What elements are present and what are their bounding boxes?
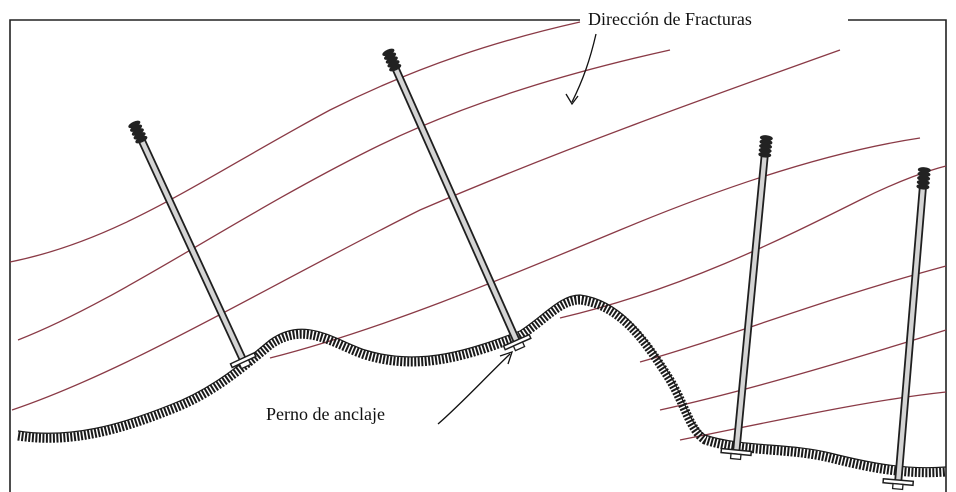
bolt-thread <box>916 179 930 186</box>
bolt-thread <box>389 64 402 72</box>
bolt-thread <box>384 52 397 60</box>
bolt-4 <box>882 167 931 491</box>
bolt-thread <box>759 143 773 150</box>
fracture-line <box>559 165 947 319</box>
bolt-thread <box>382 48 395 57</box>
bolt-nut <box>512 341 526 352</box>
bolt-thread <box>759 139 773 146</box>
bolt-thread <box>128 120 141 129</box>
bolt-thread <box>917 175 931 182</box>
fracture-lines <box>9 21 947 441</box>
fracture-label-arrowhead <box>565 93 579 106</box>
bolt-2 <box>382 48 532 352</box>
rock-surface-edge <box>17 294 947 469</box>
bolt-thread <box>135 135 148 144</box>
fracture-line <box>639 265 947 363</box>
rock-surface <box>17 294 947 478</box>
anchor-label-arrow <box>437 353 511 425</box>
bolt-thread <box>133 132 146 140</box>
bolt-thread <box>916 183 930 190</box>
bolt-thread <box>758 147 772 154</box>
bolt-thread <box>759 135 773 141</box>
bolt-thread <box>758 151 772 158</box>
bolt-rod <box>734 151 768 453</box>
bolt-nut <box>238 359 252 370</box>
bolt-rod <box>392 64 520 344</box>
bolt-rod <box>138 136 246 362</box>
bolt-1 <box>128 120 257 370</box>
bolt-nut <box>729 452 742 461</box>
fracture-line <box>9 21 581 263</box>
fracture-line <box>679 391 947 441</box>
anchor-bolt-label: Perno de anclaje <box>266 404 385 424</box>
bolt-thread <box>917 171 931 178</box>
bolt-3 <box>720 135 773 461</box>
bolt-thread <box>387 60 400 68</box>
fracture-line <box>11 49 841 411</box>
anchor-label-arrowhead <box>499 350 514 365</box>
annotation-arrows <box>437 33 597 425</box>
bolt-thread <box>385 56 398 64</box>
bolt-nut <box>891 482 904 491</box>
fracture-label-arrow <box>571 33 597 103</box>
diagram-frame <box>9 19 947 492</box>
bolt-thread <box>917 167 931 173</box>
fracture-line <box>17 49 671 341</box>
fracture-direction-label: Dirección de Fracturas <box>588 9 752 29</box>
fracture-line <box>269 137 921 359</box>
bolt-rod <box>895 183 926 483</box>
anchor-bolts <box>128 48 931 491</box>
rock-surface-band <box>17 295 947 478</box>
bolt-thread <box>131 128 144 136</box>
bolt-thread <box>130 124 143 132</box>
